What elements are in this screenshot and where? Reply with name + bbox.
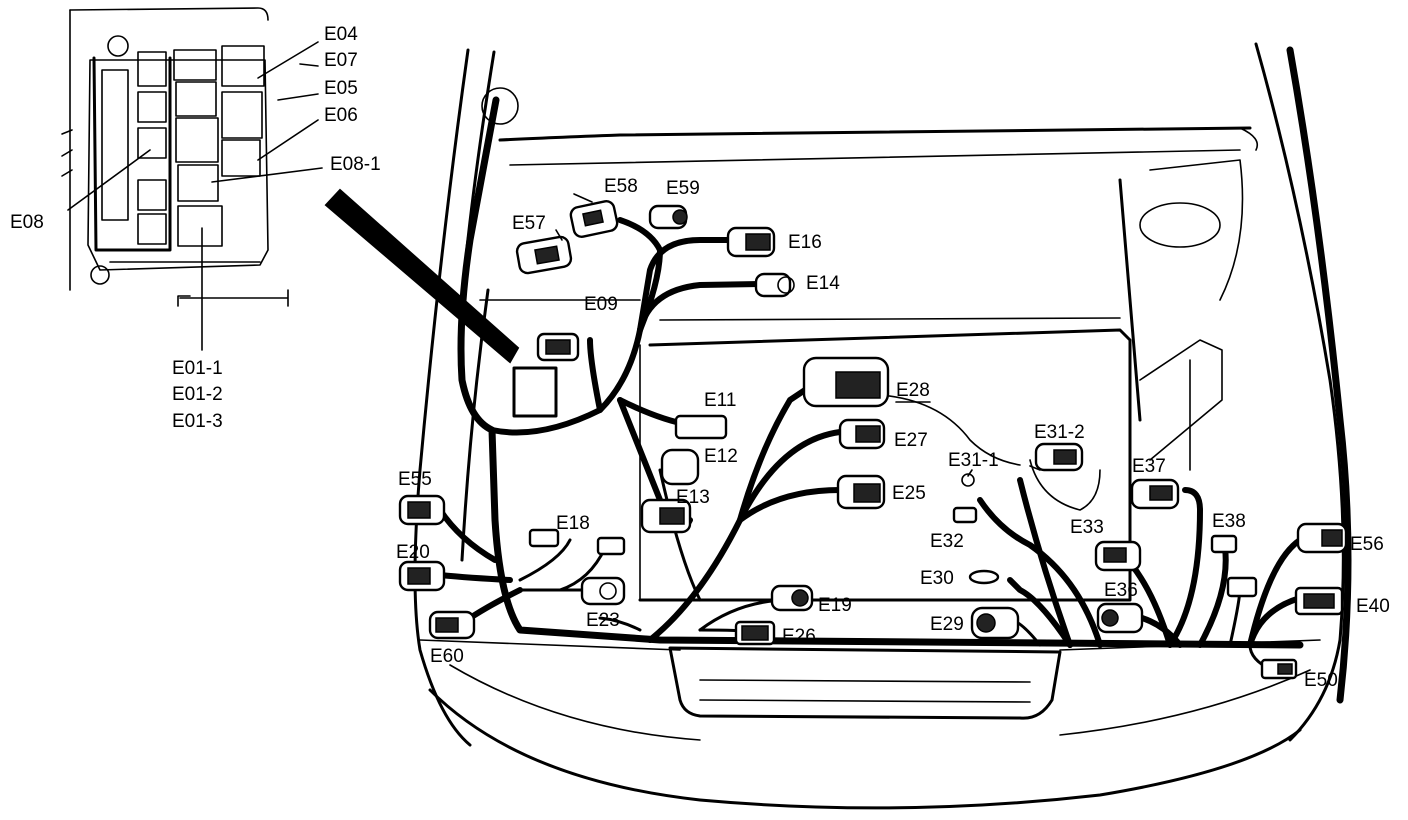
car-body-outline (413, 42, 1352, 810)
engine-bay-label-group: E58 E59 E57 E16 E14 E09 E28 E11 E27 E12 … (396, 176, 1390, 691)
label-e32: E32 (930, 531, 964, 552)
label-e14: E14 (806, 273, 840, 294)
label-e01-3: E01-3 (172, 411, 223, 432)
label-e31-1: E31-1 (948, 450, 999, 471)
connectors (398, 200, 1348, 680)
label-e01-1: E01-1 (172, 358, 223, 379)
label-e60: E60 (430, 646, 464, 667)
label-e16: E16 (788, 232, 822, 253)
label-e37: E37 (1132, 456, 1166, 477)
label-e09: E09 (584, 294, 618, 315)
label-e50: E50 (1304, 670, 1338, 691)
label-e38: E38 (1212, 511, 1246, 532)
pointer-wedge (324, 188, 520, 364)
label-e33: E33 (1070, 517, 1104, 538)
label-e56: E56 (1350, 534, 1384, 555)
relay-box (512, 366, 558, 418)
label-e36: E36 (1104, 580, 1138, 601)
label-e05: E05 (324, 78, 358, 99)
label-e27: E27 (894, 430, 928, 451)
label-e58: E58 (604, 176, 638, 197)
label-e08: E08 (10, 212, 44, 233)
label-e30: E30 (920, 568, 954, 589)
label-leaders (555, 193, 1041, 477)
label-e20: E20 (396, 542, 430, 563)
fuse-box-inset (61, 7, 289, 307)
fuse-box-label-group: E04 E07 E05 E06 E08-1 E08 E01-1 E01-2 E0… (10, 24, 381, 432)
label-e07: E07 (324, 50, 358, 71)
label-e01-2: E01-2 (172, 384, 223, 405)
label-e12: E12 (704, 446, 738, 467)
label-e13: E13 (676, 487, 710, 508)
label-e08-1: E08-1 (330, 154, 381, 175)
label-e25: E25 (892, 483, 926, 504)
label-e04: E04 (324, 24, 358, 45)
label-e06: E06 (324, 105, 358, 126)
label-e26: E26 (782, 626, 816, 647)
label-e55: E55 (398, 469, 432, 490)
label-e19: E19 (818, 595, 852, 616)
label-e57: E57 (512, 213, 546, 234)
label-e28: E28 (896, 380, 930, 401)
label-e40: E40 (1356, 596, 1390, 617)
label-e29: E29 (930, 614, 964, 635)
label-e18: E18 (556, 513, 590, 534)
fuse-box-leaders (67, 41, 323, 351)
label-e11: E11 (704, 390, 736, 411)
label-e23: E23 (586, 610, 620, 631)
label-e59: E59 (666, 178, 700, 199)
label-e31-2: E31-2 (1034, 422, 1085, 443)
